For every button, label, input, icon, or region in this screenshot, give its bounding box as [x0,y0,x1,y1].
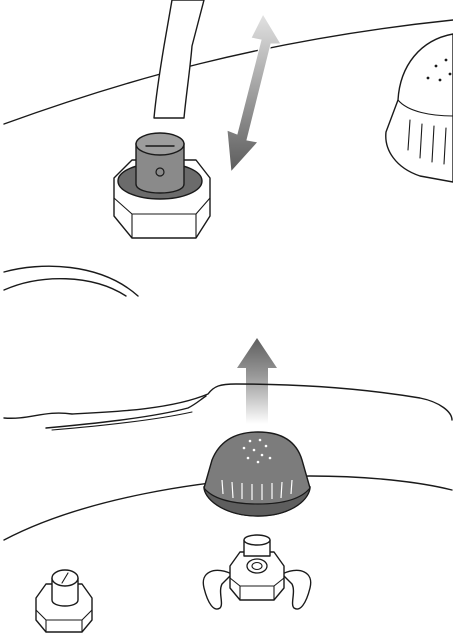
lid-rim-stub-inner [4,279,126,296]
lid-bevel-line-2 [52,412,192,430]
double-arrow-icon [227,14,281,172]
lid-bevel-line [46,396,206,428]
small-valve [36,570,92,632]
pressure-valve [114,133,210,238]
lid-rim-curve [4,384,452,420]
removable-valve-cap [204,432,310,516]
screwdriver [154,0,204,118]
valve-cap-top [386,34,453,182]
nut-fitting [203,535,310,609]
bottom-panel [4,338,452,632]
up-arrow-icon [237,338,277,424]
lid-edge-curve [4,20,453,124]
top-panel [4,0,453,296]
